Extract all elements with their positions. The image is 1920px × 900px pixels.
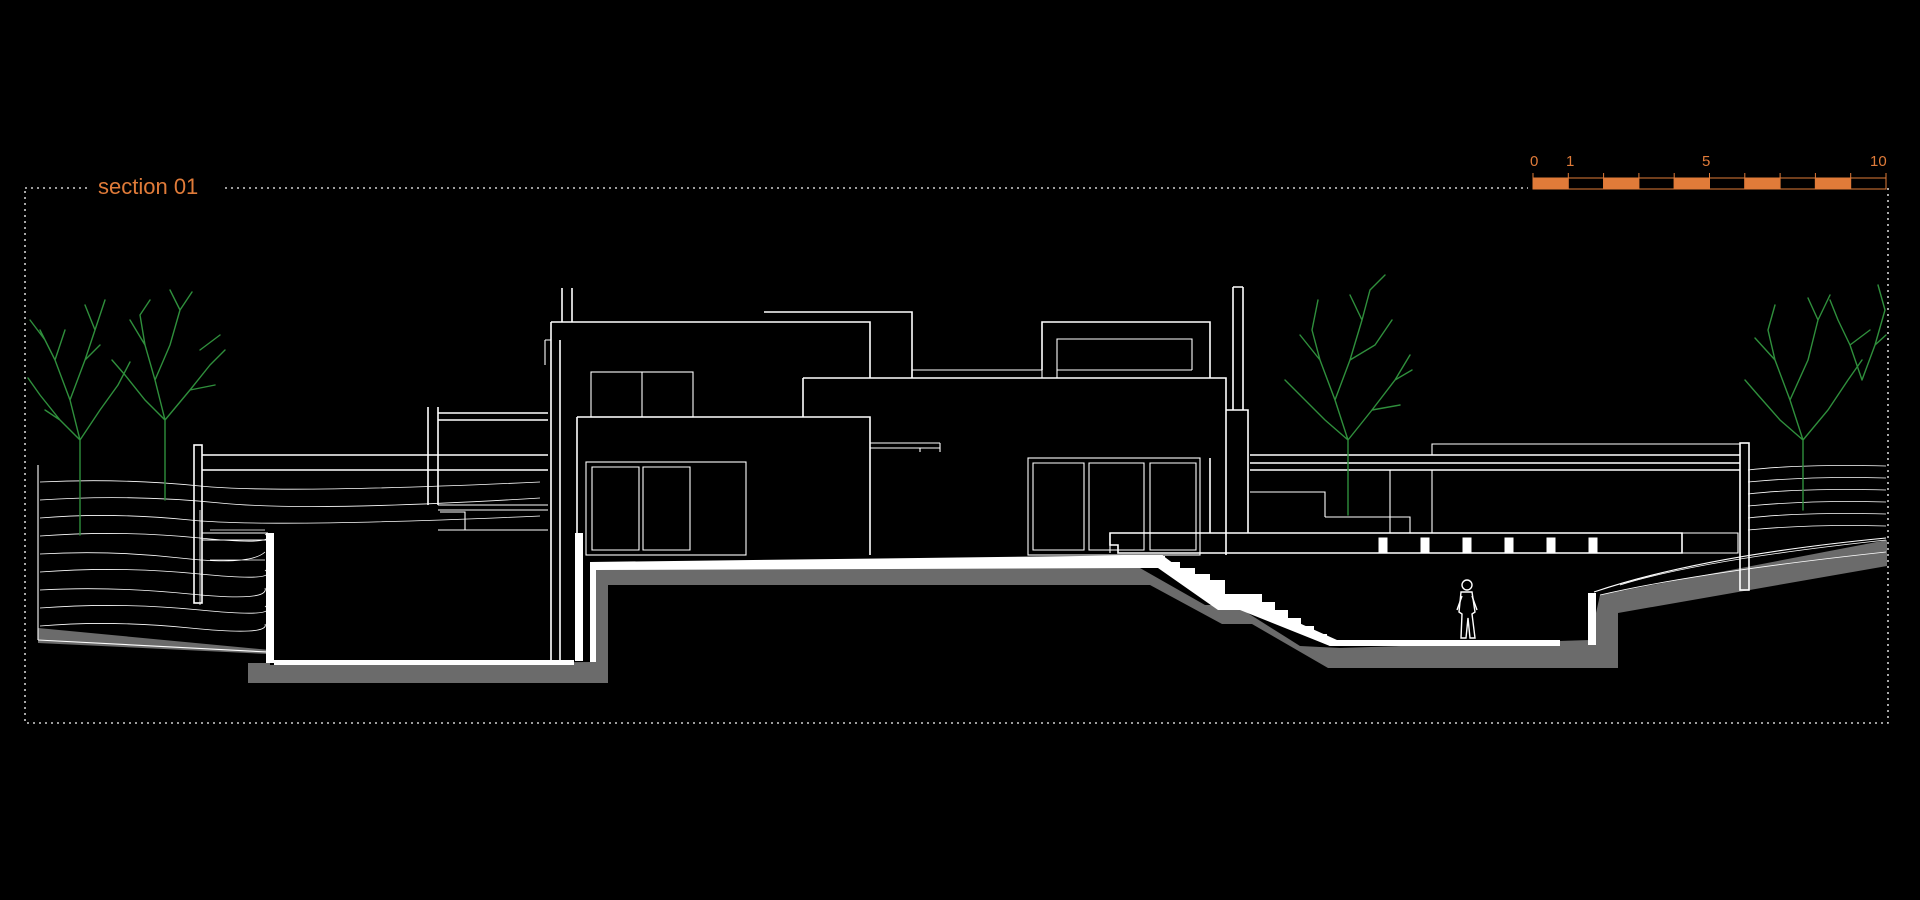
building-section <box>193 286 1750 662</box>
terrain-hatch-right <box>1593 465 1887 596</box>
left-pergola-frame <box>427 407 548 505</box>
scale-bar-segment <box>1744 177 1781 190</box>
terrain-lines-right <box>1599 465 1887 596</box>
drawing-frame <box>24 187 1889 724</box>
figure-head <box>1461 579 1473 591</box>
tree-right-2 <box>1744 294 1863 511</box>
upper-volume-right <box>803 377 1227 555</box>
lower-volume-left <box>577 416 871 555</box>
scale-bar-segment <box>1814 177 1852 190</box>
ground-section <box>38 533 1887 683</box>
right-canopy <box>1250 454 1740 471</box>
scale-bar-segment <box>1532 177 1569 190</box>
main-wall-left <box>550 322 561 662</box>
ground-left-slab <box>38 540 1887 683</box>
scale-bar-segment <box>1567 177 1605 190</box>
right-column <box>1739 442 1750 591</box>
parapet-left <box>544 339 551 365</box>
slab-opening <box>1378 537 1388 553</box>
roof-step <box>764 311 913 378</box>
scale-label-0: 0 <box>1530 153 1538 170</box>
left-column <box>193 444 203 604</box>
left-canopy <box>202 454 548 471</box>
top-volume <box>1041 321 1211 378</box>
scale-bar-segment <box>1709 177 1746 190</box>
tree-left-2 <box>111 289 226 501</box>
left-terrace <box>202 532 268 541</box>
human-figure <box>1456 579 1478 639</box>
retaining-wall-right <box>1588 593 1596 645</box>
terrain-right-edge <box>1593 537 1887 593</box>
slab-opening <box>1588 537 1598 553</box>
slab-opening <box>1420 537 1430 553</box>
figure-body <box>1458 591 1476 639</box>
top-volume-window <box>1056 338 1193 378</box>
tree-right-1 <box>1284 274 1413 516</box>
roof-terrace-rail <box>911 369 1043 378</box>
retaining-wall-left <box>266 533 274 663</box>
slab-openings <box>1378 537 1598 553</box>
scale-bar-segment <box>1850 177 1887 190</box>
sun-canopy <box>870 442 941 452</box>
scale-bar-segment <box>1673 177 1710 190</box>
slab-opening <box>1504 537 1514 553</box>
scale-bar-segment <box>1779 177 1816 190</box>
scale-bar-segments <box>1532 173 1887 190</box>
section-title: section 01 <box>98 174 198 199</box>
chimney-left <box>561 288 573 322</box>
glazing-right-panels <box>1032 462 1197 551</box>
retaining-wall-mid <box>575 533 583 661</box>
scale-label-10: 10 <box>1870 153 1887 170</box>
slab-opening <box>1546 537 1556 553</box>
chimney-right <box>1232 286 1244 410</box>
glazing-left <box>585 461 747 556</box>
terrace-end <box>1682 532 1739 554</box>
stair-cut <box>1150 556 1340 646</box>
scale-bar: 0 1 5 10 <box>1530 153 1887 190</box>
left-pergola-base <box>438 504 548 531</box>
right-wall <box>1209 409 1249 533</box>
scale-bar-segment <box>1603 177 1640 190</box>
glazing-right <box>1027 457 1201 556</box>
scale-bar-segment <box>1638 177 1675 190</box>
floor-slab-basement <box>274 660 574 665</box>
scale-label-1: 1 <box>1566 153 1574 170</box>
trees <box>27 274 1887 536</box>
terrain-lines-left <box>39 480 541 632</box>
terrain-edge-left <box>37 465 269 653</box>
right-interior <box>1250 470 1433 533</box>
figure-arms <box>1456 595 1478 611</box>
frame-left-top <box>24 187 1889 724</box>
terrain-hatch-left <box>37 465 541 653</box>
glazing-left-panels <box>591 466 691 551</box>
scale-label-5: 5 <box>1702 153 1710 170</box>
right-canopy-top <box>1431 443 1740 455</box>
slab-opening <box>1462 537 1472 553</box>
tree-right-3 <box>1829 284 1887 381</box>
upper-volume-roof <box>551 321 871 378</box>
